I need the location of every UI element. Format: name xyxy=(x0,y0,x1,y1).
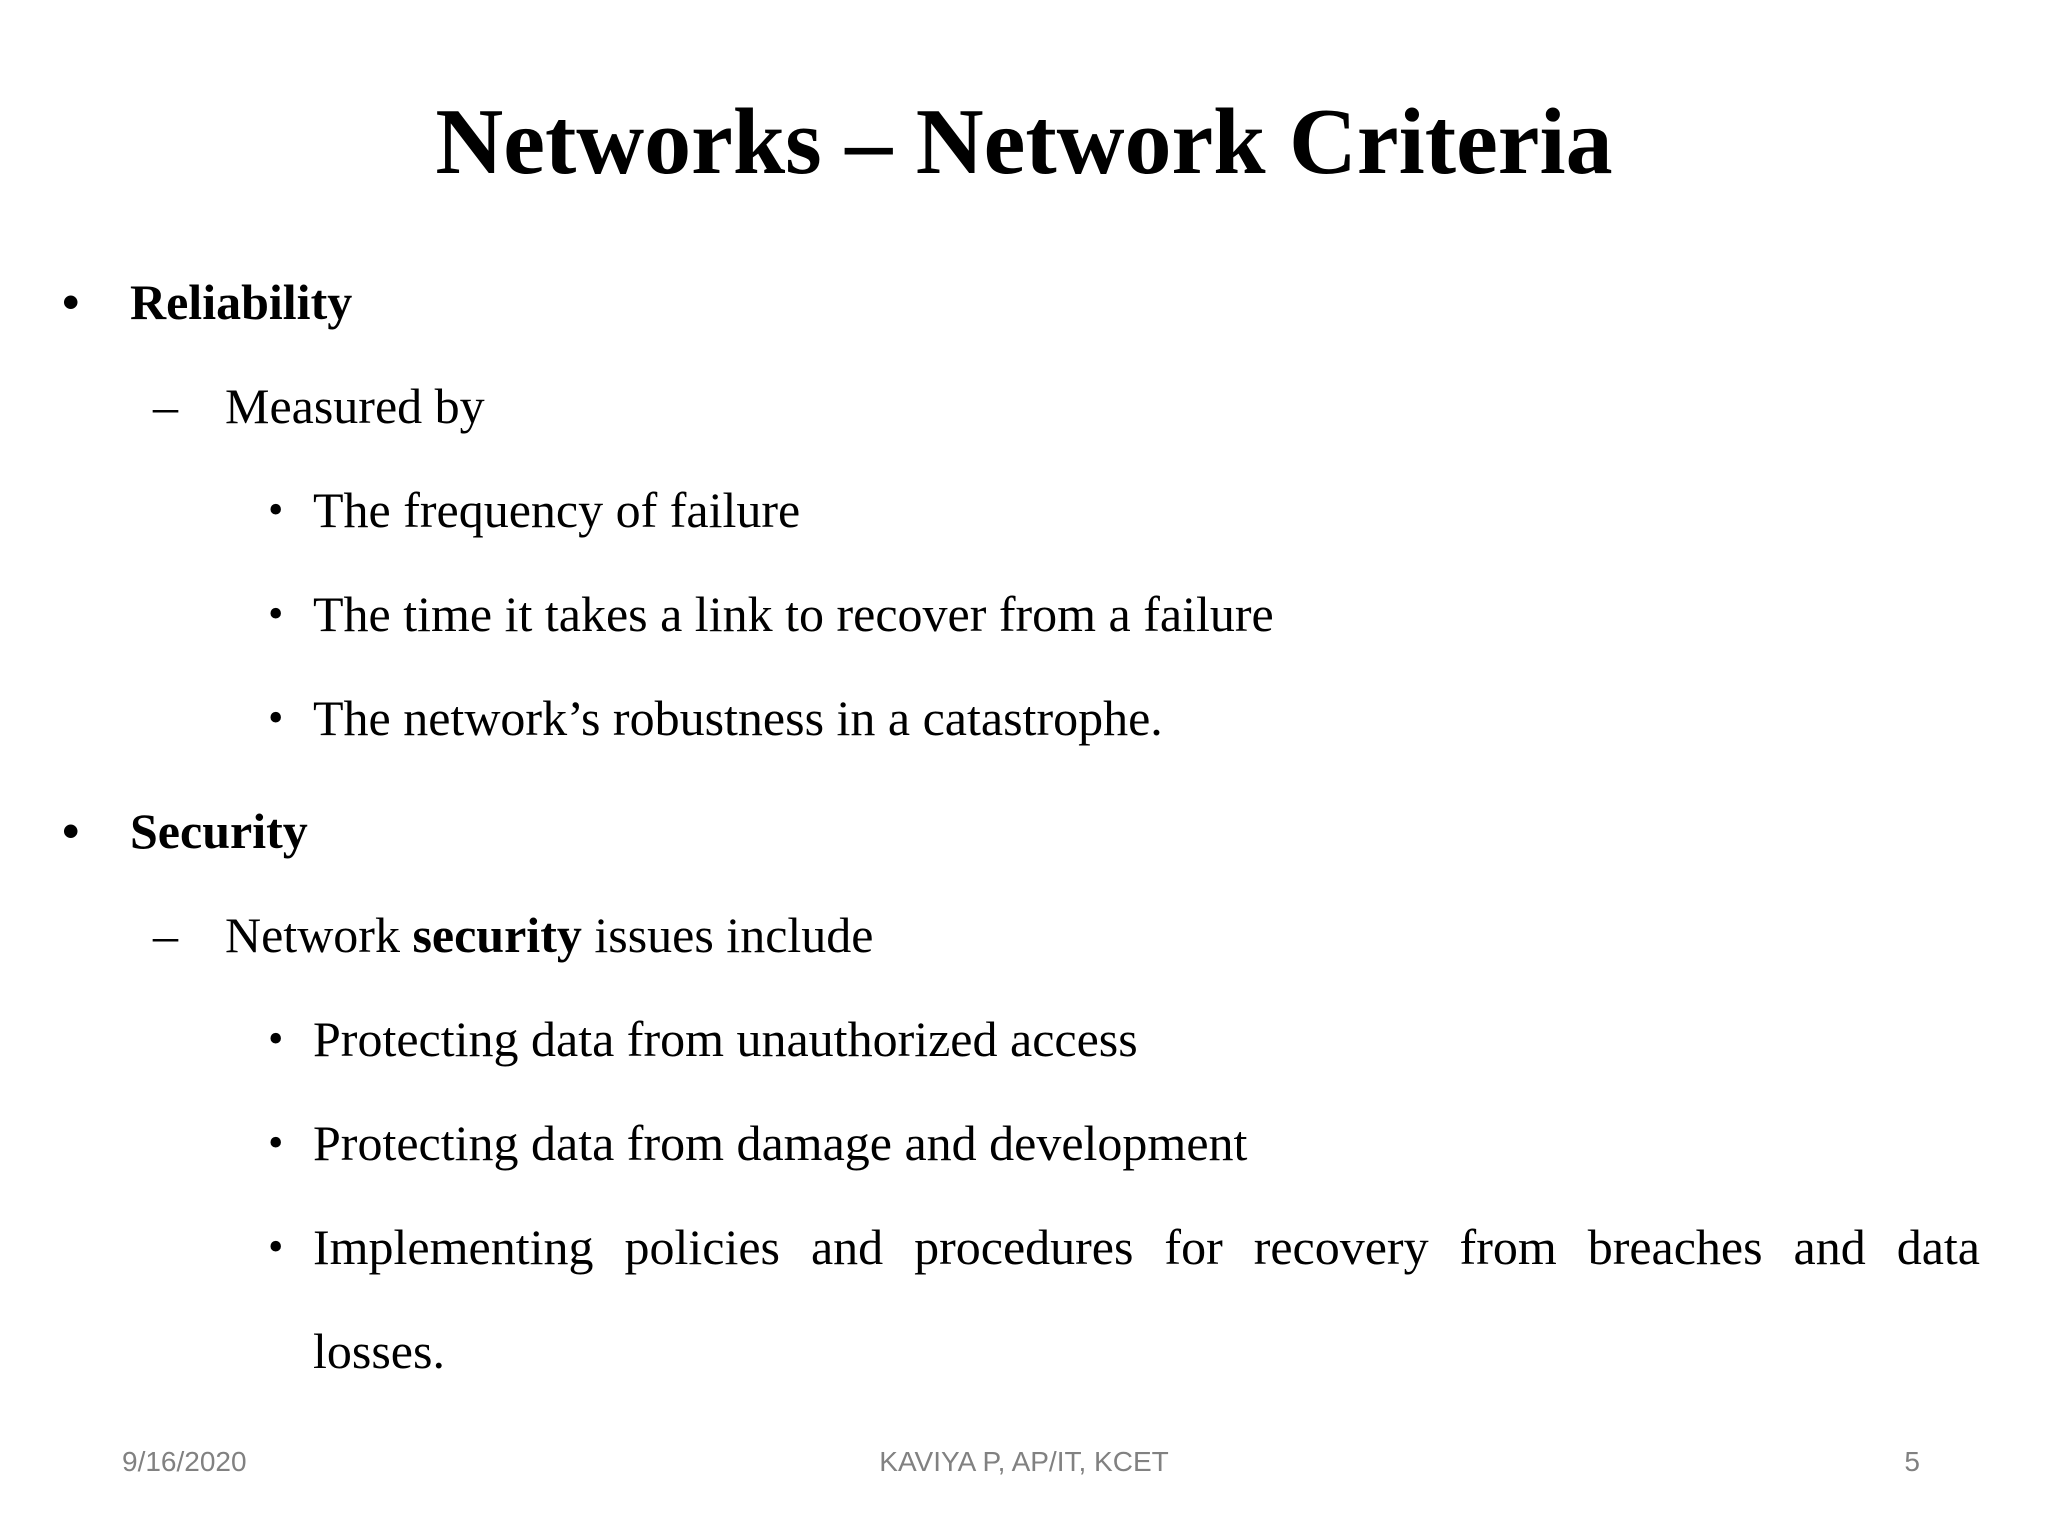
dot-bullet-marker: • xyxy=(268,1222,284,1271)
slide-title: Networks – Network Criteria xyxy=(435,90,1613,194)
bullet-text-segment: Protecting data from damage and developm… xyxy=(313,1115,1248,1171)
footer-author: KAVIYA P, AP/IT, KCET xyxy=(879,1446,1169,1477)
dot-bullet-marker: • xyxy=(268,589,284,638)
bullet-item-level-1: • Security xyxy=(0,779,1980,883)
bullet-text-segment: The frequency of failure xyxy=(313,482,801,538)
bullet-item-level-1: • Reliability xyxy=(0,250,1980,354)
bullet-text: The network’s robustness in a catastroph… xyxy=(313,666,1980,770)
bullet-text-segment: The time it takes a link to recover from… xyxy=(313,586,1274,642)
bullet-text-segment: Security xyxy=(130,803,308,859)
bullet-item-level-3: • Protecting data from unauthorized acces… xyxy=(0,987,1980,1091)
dot-bullet-marker: • xyxy=(62,803,80,859)
footer-page-number: 5 xyxy=(1904,1446,1920,1477)
bullet-text-segment: losses. xyxy=(313,1323,445,1379)
bullet-item-level-3: • The frequency of failure xyxy=(0,458,1980,562)
bullet-text-segment: issues include xyxy=(581,907,874,963)
bullet-item-level-3: • Implementing policies and procedures fo… xyxy=(0,1195,1980,1403)
bullet-text: Protecting data from unauthorized access xyxy=(313,987,1980,1091)
bullet-text-segment: Network xyxy=(225,907,413,963)
bullet-text-segment: Implementing policies and procedures for… xyxy=(313,1219,1980,1275)
bullet-text: Reliability xyxy=(130,250,1980,354)
bullet-item-level-3: • The network’s robustness in a catastrop… xyxy=(0,666,1980,770)
bullet-list: •Reliability–Measured by•The frequency o… xyxy=(0,250,1980,1403)
bullet-text-segment: Measured by xyxy=(225,378,485,434)
dot-bullet-marker: • xyxy=(268,485,284,534)
bullet-text-segment: The network’s robustness in a catastroph… xyxy=(313,690,1163,746)
bullet-text: The frequency of failure xyxy=(313,458,1980,562)
bullet-text: Measured by xyxy=(225,354,1980,458)
bullet-item-level-3: • The time it takes a link to recover fro… xyxy=(0,562,1980,666)
dot-bullet-marker: • xyxy=(268,1014,284,1063)
bullet-text-segment: Reliability xyxy=(130,274,353,330)
dash-bullet-marker: – xyxy=(153,907,178,963)
bullet-text: Network security issues include xyxy=(225,883,1980,987)
dot-bullet-marker: • xyxy=(268,693,284,742)
bullet-text: Security xyxy=(130,779,1980,883)
bullet-text: Implementing policies and procedures for… xyxy=(313,1195,1980,1403)
dot-bullet-marker: • xyxy=(62,274,80,330)
bullet-text-segment: security xyxy=(412,907,582,963)
bullet-text-segment: Protecting data from unauthorized access xyxy=(313,1011,1138,1067)
bullet-item-level-2: –Network security issues include xyxy=(0,883,1980,987)
dot-bullet-marker: • xyxy=(268,1118,284,1167)
bullet-item-level-3: • Protecting data from damage and develop… xyxy=(0,1091,1980,1195)
bullet-text: Protecting data from damage and developm… xyxy=(313,1091,1980,1195)
footer-date: 9/16/2020 xyxy=(122,1446,247,1477)
bullet-item-level-2: –Measured by xyxy=(0,354,1980,458)
dash-bullet-marker: – xyxy=(153,378,178,434)
bullet-text: The time it takes a link to recover from… xyxy=(313,562,1980,666)
